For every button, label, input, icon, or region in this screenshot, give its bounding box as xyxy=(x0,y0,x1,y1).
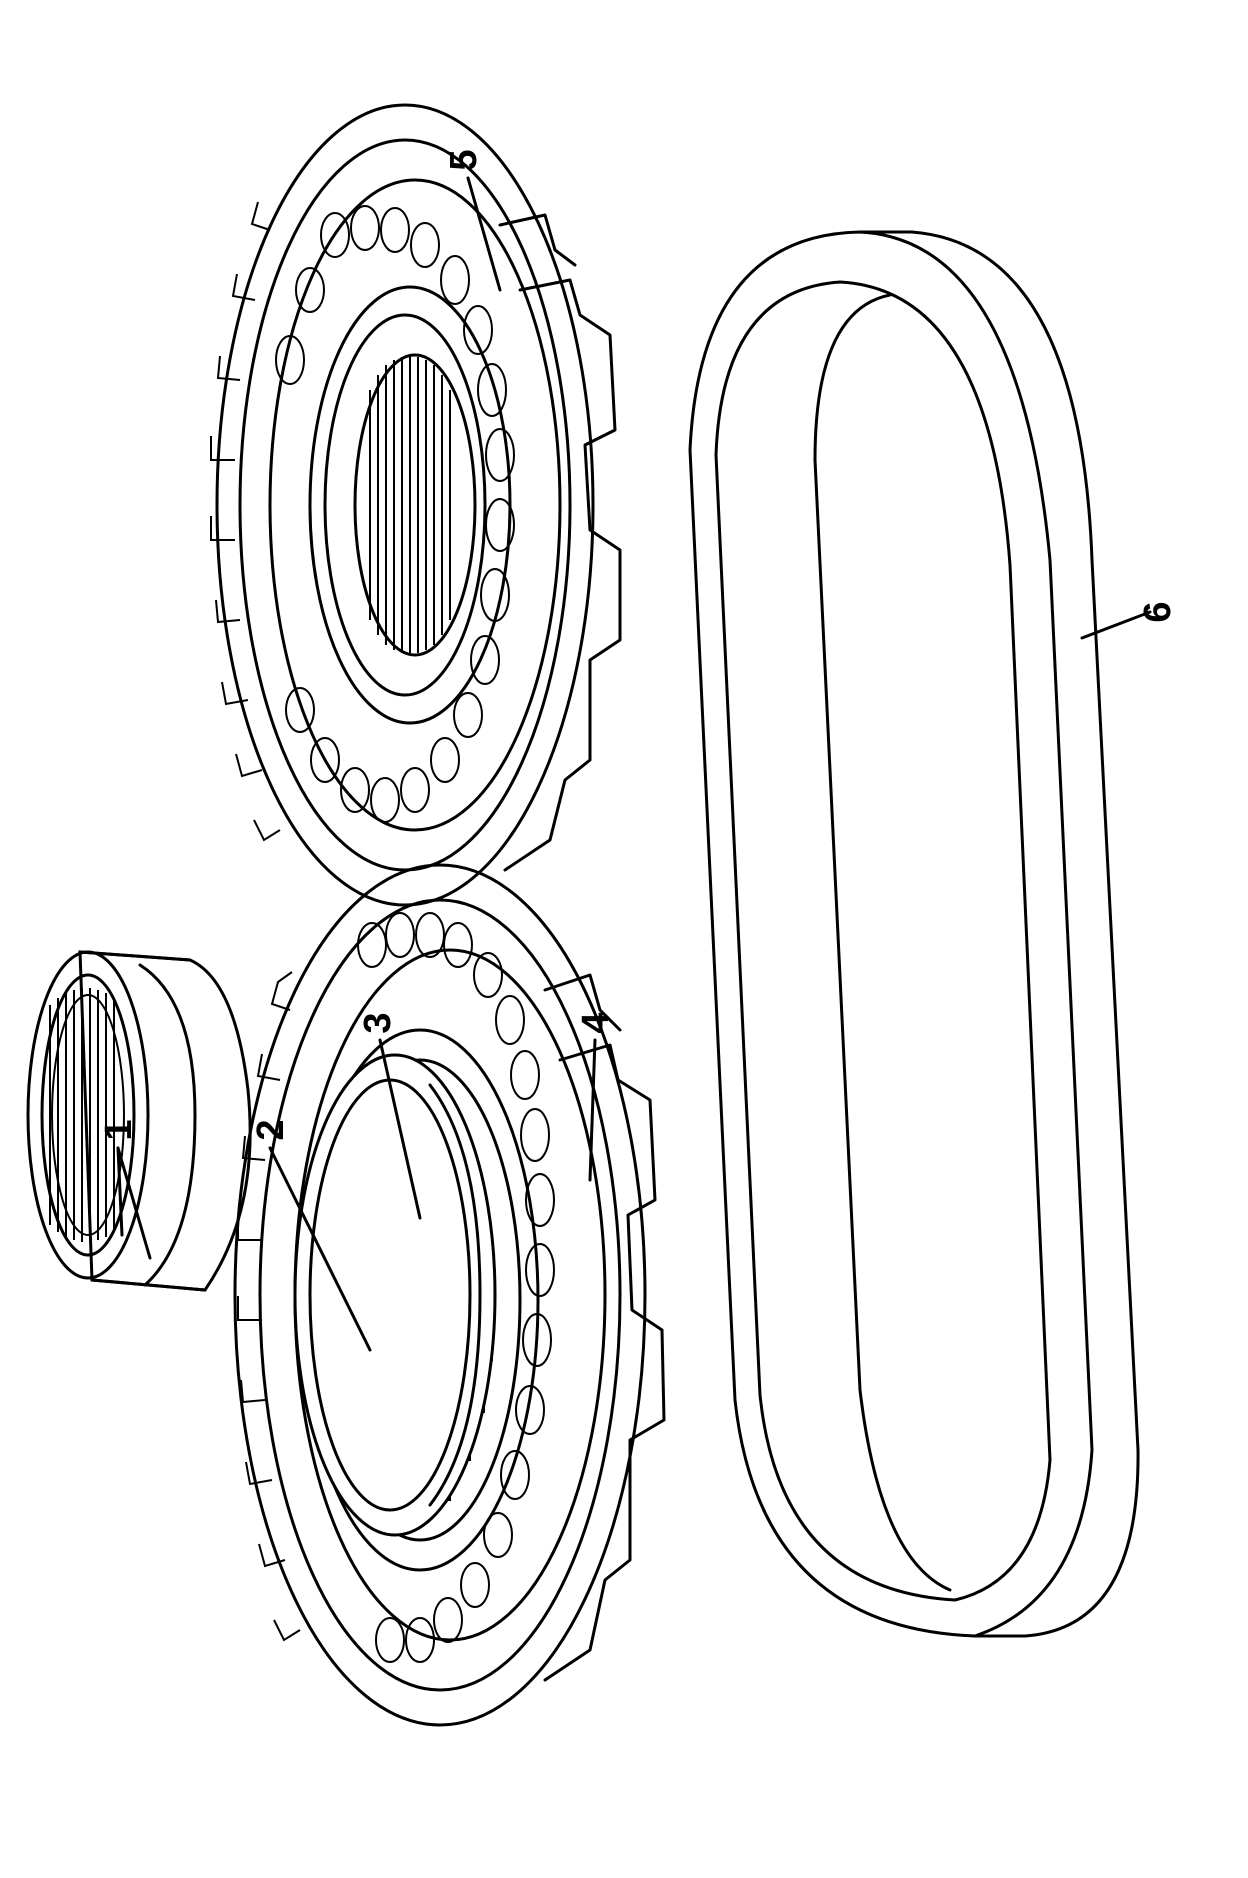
driven-sprocket xyxy=(210,103,622,907)
leader-6 xyxy=(1080,610,1152,640)
leader-3 xyxy=(378,1038,422,1220)
callout-labels: 1 2 3 4 5 6 xyxy=(98,149,1179,1140)
leader-1b xyxy=(116,1146,152,1260)
drive-sprocket-hub xyxy=(293,1053,497,1537)
callout-4: 4 xyxy=(575,1012,617,1033)
callout-1: 1 xyxy=(98,1119,140,1140)
needle-bearing xyxy=(26,950,252,1292)
callout-6: 6 xyxy=(1137,601,1179,622)
callout-5: 5 xyxy=(443,149,485,170)
leader-5 xyxy=(466,176,502,292)
callout-3: 3 xyxy=(357,1012,399,1033)
callout-leaders xyxy=(116,176,1152,1352)
callout-2: 2 xyxy=(250,1119,292,1140)
leader-2 xyxy=(268,1146,372,1352)
leader-1a xyxy=(116,1146,124,1237)
leader-4 xyxy=(588,1038,597,1182)
drive-chain xyxy=(688,230,1140,1638)
